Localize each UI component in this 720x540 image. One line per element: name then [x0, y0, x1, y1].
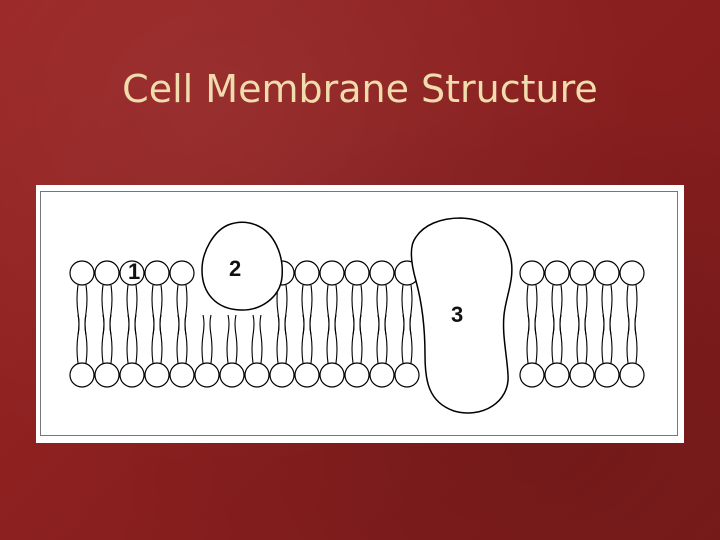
slide-title: Cell Membrane Structure: [122, 67, 598, 111]
phospholipid-head-bottom-8: [269, 362, 295, 388]
label-3: 3: [451, 302, 463, 327]
fatty-acid-tail: [84, 314, 88, 364]
fatty-acid-tail: [334, 314, 338, 364]
phospholipid-head-bottom-7: [244, 362, 270, 388]
phospholipid-head-bottom-11: [344, 362, 370, 388]
label-1: 1: [128, 259, 140, 284]
phospholipid-head-top-18: [519, 260, 545, 286]
fatty-acid-tail: [76, 314, 80, 364]
fatty-acid-tail: [634, 314, 638, 364]
phospholipid-head-top-4: [169, 260, 195, 286]
phospholipid-head-bottom-13: [394, 362, 420, 388]
fatty-acid-tail: [201, 314, 205, 364]
phospholipid-head-bottom-12: [369, 362, 395, 388]
fatty-acid-tail: [251, 314, 255, 364]
phospholipid-head-top-12: [369, 260, 395, 286]
fatty-acid-tail: [384, 314, 388, 364]
fatty-acid-tail: [309, 314, 313, 364]
phospholipid-head-bottom-6: [219, 362, 245, 388]
phospholipid-head-top-19: [544, 260, 570, 286]
phospholipid-head-bottom-22: [619, 362, 645, 388]
phospholipid-head-bottom-18: [519, 362, 545, 388]
fatty-acid-tail: [209, 314, 213, 364]
fatty-acid-tail: [326, 314, 330, 364]
label-2: 2: [229, 256, 241, 281]
phospholipid-head-top-2: [119, 260, 145, 286]
phospholipid-head-top-3: [144, 260, 170, 286]
phospholipid-head-bottom-9: [294, 362, 320, 388]
fatty-acid-tail: [226, 314, 230, 364]
phospholipid-head-top-1: [94, 260, 120, 286]
fatty-acid-tail: [401, 314, 405, 364]
fatty-acid-tail: [234, 314, 238, 364]
phospholipid-head-bottom-1: [94, 362, 120, 388]
fatty-acid-tail: [159, 314, 163, 364]
fatty-acid-tail: [551, 314, 555, 364]
fatty-acid-tail: [526, 314, 530, 364]
phospholipid-head-top-11: [344, 260, 370, 286]
fatty-acid-tail: [276, 314, 280, 364]
integral-protein: [410, 217, 513, 414]
fatty-acid-tail: [559, 314, 563, 364]
phospholipid-head-top-22: [619, 260, 645, 286]
fatty-acid-tail: [584, 314, 588, 364]
fatty-acid-tail: [184, 314, 188, 364]
peripheral-protein: [201, 221, 283, 311]
fatty-acid-tail: [376, 314, 380, 364]
fatty-acid-tail: [351, 314, 355, 364]
fatty-acid-tail: [176, 314, 180, 364]
fatty-acid-tail: [626, 314, 630, 364]
phospholipid-head-bottom-19: [544, 362, 570, 388]
membrane-diagram: 1 2 3: [36, 185, 684, 443]
diagram-border: [40, 191, 678, 436]
fatty-acid-tail: [301, 314, 305, 364]
phospholipid-head-top-0: [69, 260, 95, 286]
fatty-acid-tail: [601, 314, 605, 364]
phospholipid-head-bottom-0: [69, 362, 95, 388]
phospholipid-head-bottom-4: [169, 362, 195, 388]
phospholipid-head-top-9: [294, 260, 320, 286]
fatty-acid-tail: [109, 314, 113, 364]
fatty-acid-tail: [359, 314, 363, 364]
phospholipid-bilayer: [69, 260, 645, 388]
fatty-acid-tail: [259, 314, 263, 364]
phospholipid-head-top-20: [569, 260, 595, 286]
phospholipid-head-bottom-5: [194, 362, 220, 388]
fatty-acid-tail: [126, 314, 130, 364]
phospholipid-head-top-10: [319, 260, 345, 286]
fatty-acid-tail: [151, 314, 155, 364]
fatty-acid-tail: [609, 314, 613, 364]
phospholipid-head-bottom-20: [569, 362, 595, 388]
phospholipid-head-bottom-3: [144, 362, 170, 388]
fatty-acid-tail: [534, 314, 538, 364]
phospholipid-head-bottom-21: [594, 362, 620, 388]
fatty-acid-tail: [409, 314, 413, 364]
membrane-svg: 1 2 3: [69, 217, 645, 414]
phospholipid-head-top-21: [594, 260, 620, 286]
phospholipid-head-bottom-10: [319, 362, 345, 388]
fatty-acid-tail: [284, 314, 288, 364]
phospholipid-head-bottom-2: [119, 362, 145, 388]
fatty-acid-tail: [134, 314, 138, 364]
fatty-acid-tail: [101, 314, 105, 364]
fatty-acid-tail: [576, 314, 580, 364]
